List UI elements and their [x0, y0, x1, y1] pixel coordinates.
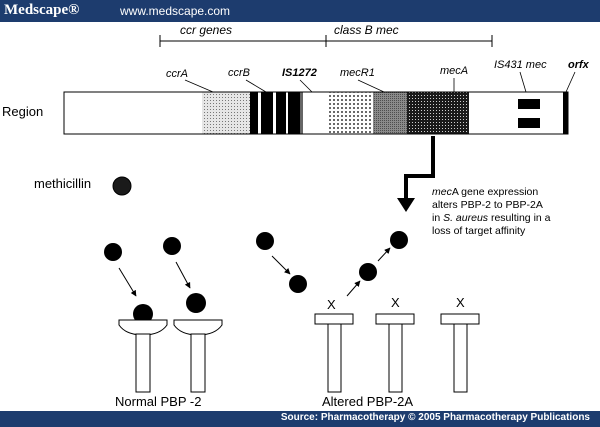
is431-label: IS431 mec — [494, 59, 547, 71]
svg-text:alters PBP-2 to PBP-2A: alters PBP-2 to PBP-2A — [432, 199, 543, 211]
normal-pbp2-group — [104, 237, 223, 393]
class-b-mec-label: class B mec — [334, 23, 399, 37]
orfx-segment — [563, 92, 568, 134]
svg-text:loss of target affinity: loss of target affinity — [432, 225, 526, 237]
mecA-note: mecA gene expression alters PBP-2 to PBP… — [432, 186, 551, 237]
ccrB-label: ccrB — [228, 67, 250, 79]
blocked-mark: X — [327, 297, 336, 312]
orfx-label: orfx — [568, 59, 590, 71]
mecR1-label: mecR1 — [340, 67, 375, 79]
source-credit: Source: Pharmacotherapy © 2005 Pharmacot… — [280, 412, 590, 423]
is1272-label: IS1272 — [282, 67, 317, 79]
is431-block-upper — [518, 99, 540, 109]
ccr-genes-label: ccr genes — [180, 23, 232, 37]
methicillin-molecule-icon — [112, 176, 132, 196]
region-label: Region — [2, 104, 43, 119]
ccrA-label: ccrA — [166, 68, 188, 80]
blocked-mark: X — [456, 295, 465, 310]
label-leaders — [184, 71, 576, 93]
mecR1-shaded-segment — [373, 92, 407, 134]
methicillin-label: methicillin — [34, 176, 91, 191]
footer-bar: Source: Pharmacotherapy © 2005 Pharmacot… — [0, 411, 600, 427]
is1272-segment — [303, 92, 327, 134]
altered-pbp2a-group: X X X — [256, 231, 480, 393]
blocked-mark: X — [391, 295, 400, 310]
mecR1-segment — [327, 92, 373, 134]
is431-segment — [469, 92, 563, 134]
is431-block-lower — [518, 118, 540, 128]
mecA-expression-arrow — [397, 136, 435, 212]
region-bar — [63, 91, 569, 135]
mecA-label: mecA — [440, 65, 468, 77]
normal-pbp2-label: Normal PBP -2 — [115, 394, 201, 409]
svg-text:mecA gene expression: mecA gene expression — [432, 186, 538, 198]
class-b-mec-bracket — [326, 35, 493, 47]
medscape-logo: Medscape® — [4, 2, 80, 18]
svg-text:in S. aureus resulting in a: in S. aureus resulting in a — [432, 212, 551, 224]
ccrB-segment — [250, 92, 258, 134]
mecA-segment — [407, 92, 469, 134]
header-bar: Medscape® www.medscape.com — [0, 0, 600, 22]
ccrA-segment — [202, 92, 250, 134]
sccmec-diagram: ccr genes class B mec ccrA ccrB IS1272 m… — [2, 23, 590, 409]
site-url[interactable]: www.medscape.com — [120, 4, 231, 18]
altered-pbp2a-label: Altered PBP-2A — [322, 394, 413, 409]
